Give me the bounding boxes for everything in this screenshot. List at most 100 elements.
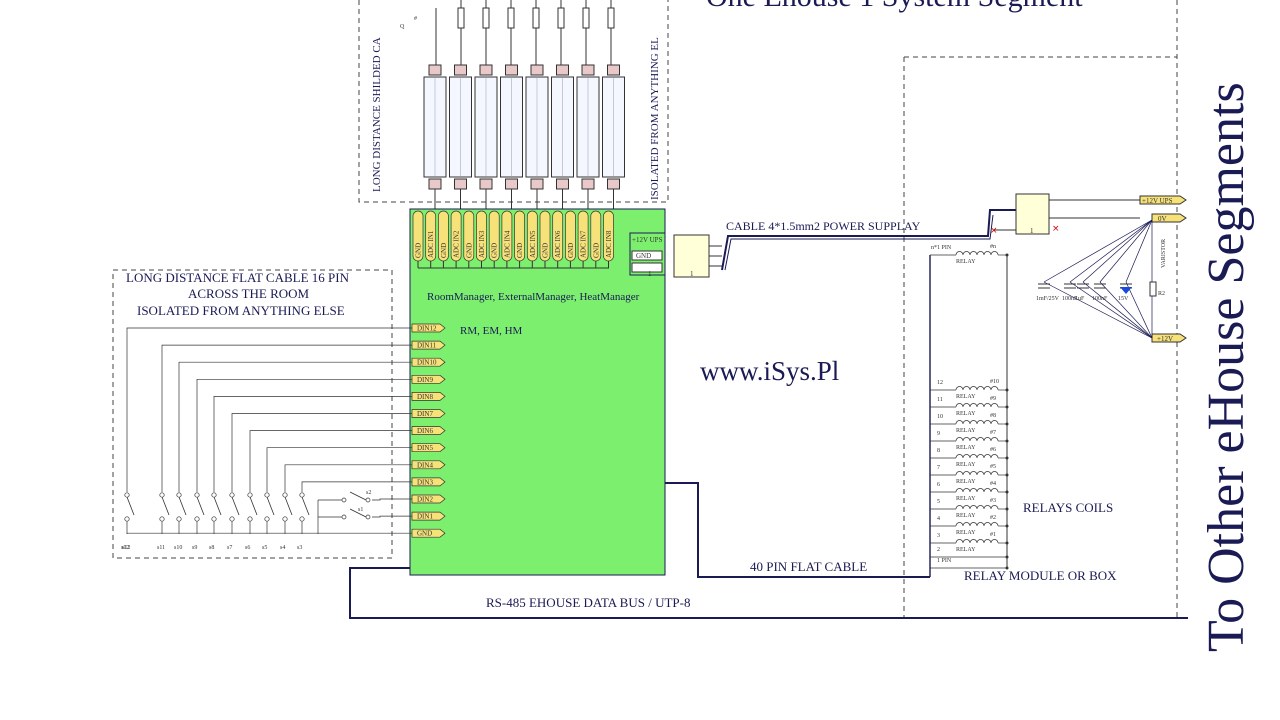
- website-label: www.iSys.Pl: [700, 356, 839, 386]
- digital-pin: DIN2: [411, 494, 446, 504]
- analog-isolated-label: ISOLATED FROM ANYTHING EL: [649, 37, 661, 200]
- relay-pin-number: 10: [937, 414, 943, 420]
- switch-contact: [196, 496, 205, 516]
- cable-cap-top: [607, 64, 620, 76]
- analog-pin-label: ADC IN3: [478, 230, 486, 258]
- relay-coil: [955, 505, 999, 510]
- flat-cable-label-1: LONG DISTANCE FLAT CABLE 16 PIN: [126, 270, 350, 285]
- analog-pin-label: GND: [516, 243, 524, 258]
- supply-terminal-12v-ups: +12V UPS: [1139, 195, 1187, 205]
- relays-coils-label: RELAYS COILS: [1023, 500, 1113, 515]
- relay-label: RELAY: [956, 513, 976, 519]
- relay-pin-number: 6: [937, 482, 940, 488]
- digital-pin: GND: [411, 528, 446, 538]
- flat-cable-label-2: ACROSS THE ROOM: [188, 286, 310, 301]
- analog-pin-label: ADC IN8: [605, 230, 613, 258]
- relay-row: 1 PIN: [930, 558, 1009, 570]
- module-name: RoomManager, ExternalManager, HeatManage…: [427, 291, 640, 303]
- svg-text:×: ×: [990, 226, 998, 236]
- switch-contact: [349, 508, 367, 518]
- digital-pin-label: DIN2: [417, 496, 433, 504]
- rs485-bus-wire: [349, 567, 1188, 619]
- analog-pin: ADC IN8: [603, 210, 614, 268]
- switch-label: s12: [121, 545, 129, 551]
- switch-contact: [301, 496, 310, 516]
- power-connector: +12V UPS GND 1: [629, 232, 666, 278]
- digital-pin-label: DIN4: [417, 461, 433, 469]
- digital-pin-label: DIN10: [417, 359, 437, 367]
- supply-terminal-12v: +12V: [1151, 333, 1187, 343]
- relay-id: #10: [990, 379, 999, 385]
- relay-id: #2: [990, 515, 996, 521]
- switch-label: s2: [366, 490, 371, 496]
- analog-pin-label: ADC IN4: [503, 230, 511, 258]
- digital-pin-label: DIN9: [417, 376, 433, 384]
- analog-pin-label: ADC IN2: [453, 230, 461, 258]
- supply-terminal-0v: 0V: [1151, 213, 1187, 223]
- digital-input-pins: DIN12DIN11DIN10DIN9DIN8DIN7DIN6DIN5DIN4D…: [411, 323, 446, 538]
- flat-cable-box: [112, 269, 393, 559]
- cable-cap-top: [505, 64, 518, 76]
- relay-coil: [955, 522, 999, 527]
- svg-text:×: ×: [1052, 224, 1060, 234]
- switch-contact: [213, 496, 222, 516]
- relay-pin-number: 5: [937, 499, 940, 505]
- digital-pin: DIN5: [411, 443, 446, 452]
- analog-pin: ADC IN2: [450, 210, 462, 268]
- switch-label: s5: [262, 545, 267, 551]
- switch-contact: [231, 496, 240, 516]
- relay-pin-number: 11: [937, 397, 943, 403]
- digital-pin-label: DIN8: [417, 393, 433, 401]
- flat-cable-label-3: ISOLATED FROM ANYTHING ELSE: [137, 303, 345, 318]
- relay-label: RELAY: [956, 394, 976, 400]
- cable-cap-bottom: [530, 178, 544, 190]
- relay-label: RELAY: [956, 462, 976, 468]
- sensor-resistors: Q #: [400, 0, 615, 65]
- relay-pin-number: n*1 PIN: [931, 245, 952, 251]
- diode: [1120, 287, 1132, 294]
- power-regulator: [1015, 193, 1050, 235]
- analog-pin: ADC IN7: [577, 210, 589, 268]
- relay-id: #3: [990, 498, 996, 504]
- relay-label: RELAY: [956, 259, 976, 265]
- switch-label: s12: [122, 545, 130, 551]
- digital-pin-label: DIN5: [417, 444, 433, 452]
- analog-pin-label: GND: [491, 243, 499, 258]
- analog-cable-box: [358, 0, 669, 203]
- relay-module-label: RELAY MODULE OR BOX: [964, 568, 1117, 583]
- relay-id: #4: [990, 481, 996, 487]
- relay-coil: [955, 437, 999, 442]
- relay-pin-number: 2: [937, 547, 940, 553]
- cable-cap-top: [556, 64, 569, 76]
- switch-label: s11: [157, 545, 165, 551]
- digital-pin-label: DIN1: [417, 513, 433, 521]
- digital-pin: DIN10: [411, 357, 446, 367]
- analog-pin: ADC IN4: [501, 210, 513, 268]
- switch-contact: [284, 496, 293, 516]
- digital-pin: DIN6: [411, 426, 446, 435]
- cable-cap-bottom: [505, 178, 518, 190]
- power-pin-12v: +12V UPS: [632, 236, 663, 244]
- switch-label: s4: [280, 545, 285, 551]
- digital-pin-label: DIN7: [417, 410, 433, 418]
- cable-cap-top: [581, 64, 595, 76]
- digital-pin-label: DIN12: [417, 325, 437, 333]
- cable-cap-bottom: [479, 178, 493, 190]
- din-wire: [126, 327, 412, 492]
- analog-pin: GND: [590, 210, 602, 268]
- analog-pin: GND: [488, 210, 500, 268]
- din-wire: [161, 344, 412, 492]
- relay-coil: [955, 251, 999, 256]
- analog-cable-label: LONG DISTANCE SHILDED CA: [371, 37, 383, 192]
- digital-pin: DIN11: [411, 340, 446, 350]
